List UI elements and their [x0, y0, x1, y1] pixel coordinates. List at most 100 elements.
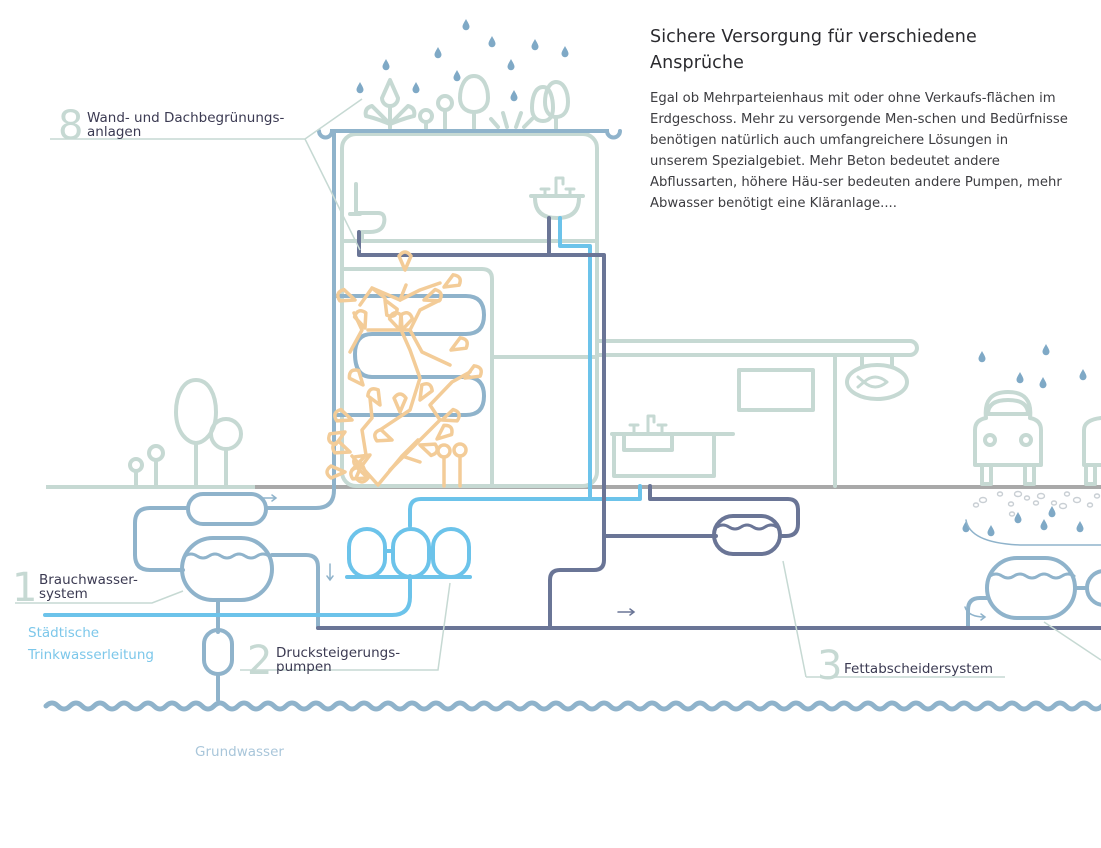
rain-drop-icon [510, 90, 518, 102]
callout-number-1: 1 [12, 565, 38, 611]
callout-number-2: 2 [247, 638, 273, 684]
leaf-icon [336, 287, 357, 303]
vine-stem [378, 330, 422, 432]
leaf-icon [463, 364, 483, 380]
rain-drop-icon [434, 47, 442, 59]
gravel-stone [1023, 495, 1031, 501]
callout-label-grease-separator: Fettabscheidersystem [844, 661, 994, 677]
leaf-icon [366, 387, 382, 407]
gravel-soil [972, 490, 1101, 517]
rain-drop-icon [1076, 521, 1084, 533]
rain-drop-icon [561, 46, 569, 58]
rain-drop-icon [1079, 369, 1087, 381]
rain-drop-icon [1016, 372, 1024, 384]
callout-number-8: 8 [58, 103, 84, 149]
rain-drop-icon [507, 59, 515, 71]
info-body: Egal ob Mehrparteienhaus mit oder ohne V… [650, 91, 1068, 211]
gravel-stone [1072, 496, 1082, 504]
callout-label-line2: system [39, 586, 88, 602]
flow-arrows [259, 494, 987, 621]
vine-stem [388, 370, 472, 472]
rain-drop-icon [1048, 506, 1056, 518]
leaf-icon [422, 287, 443, 303]
leaf-icon [347, 368, 365, 387]
fresh-water-pipes [43, 216, 642, 617]
flower-icon [436, 443, 452, 459]
rain-drop-icon [978, 351, 986, 363]
gravel-stone [1013, 490, 1023, 498]
vine-stem [398, 281, 442, 302]
leaf-icon [449, 336, 469, 352]
roof-gutter [317, 129, 622, 140]
rain-drop-icon [1014, 512, 1022, 524]
callout-label-line1: Brauchwasser- [39, 572, 138, 588]
leaf-icon [325, 464, 347, 480]
rain-drop-icon [462, 19, 470, 31]
leaf-icon [349, 465, 370, 481]
gravel-stone [1093, 493, 1101, 499]
leaf-icon [418, 382, 434, 402]
rain-drop-icon [453, 70, 461, 82]
groundwater-wave [43, 700, 1101, 712]
green-wall-plants [325, 250, 483, 488]
rain-drop-icon [987, 525, 995, 537]
gravel-stone [1008, 511, 1016, 517]
callout-label-line2: pumpen [276, 659, 332, 675]
building-outline [340, 132, 919, 488]
gravel-stone [1050, 500, 1058, 506]
rain-drop-icon [1040, 519, 1048, 531]
rain-drop-icon [1042, 344, 1050, 356]
leaf-icon [373, 427, 394, 443]
info-title-line1: Sichere Versorgung für verschiedene [650, 27, 977, 47]
leaf-icon [435, 423, 454, 441]
gravel-stone [1058, 502, 1068, 510]
tree-icons-left [128, 377, 243, 488]
rain-drop-icon [488, 36, 496, 48]
gravel-stone [1063, 491, 1071, 497]
roof-plants [363, 74, 570, 130]
leaf-icon [442, 273, 462, 289]
leaf-icon [392, 392, 408, 414]
grey-water-pipes [133, 129, 1101, 702]
callout-label-line1: Wand- und Dachbegrünungs- [87, 110, 285, 126]
callout-label-line2: anlagen [87, 124, 142, 140]
gravel-stone [978, 496, 988, 504]
city-water-label-line1: Städtische [28, 625, 100, 641]
waste-water-pipes [316, 216, 1101, 630]
flower-icon [452, 442, 468, 458]
leaf-icon [352, 309, 368, 330]
groundwater-label: Grundwasser [195, 744, 284, 760]
leaf-icon [383, 298, 399, 318]
leaf-icon [327, 430, 347, 446]
gravel-stone [972, 502, 980, 508]
gravel-stone [1036, 492, 1046, 500]
leaf-icon [418, 442, 439, 458]
rain-drop-icon [531, 39, 539, 51]
callout-label-line1: Drucksteigerungs- [276, 645, 401, 661]
info-title-line2: Ansprüche [650, 53, 744, 73]
gravel-stone [1032, 500, 1040, 506]
callout-number-3: 3 [817, 643, 843, 689]
leaf-icon [397, 250, 413, 272]
gravel-stone [1007, 501, 1015, 507]
callout-label-grey-water-system: Brauchwasser-system [39, 573, 138, 601]
leaf-icon [387, 311, 403, 332]
vine-stem [366, 298, 452, 367]
gravel-stone [1086, 502, 1094, 508]
leaf-icon [440, 407, 461, 423]
rain-drop-icon [382, 59, 390, 71]
rain-drop-icon [1039, 377, 1047, 389]
callout-label-green-roof: Wand- und Dachbegrünungs-anlagen [87, 111, 284, 139]
leaf-icon [333, 407, 354, 423]
rain-drop-icon [412, 82, 420, 94]
callout-label-pressure-pumps: Drucksteigerungs-pumpen [276, 646, 400, 674]
car-icons [973, 390, 1101, 486]
gravel-stone [996, 491, 1004, 497]
city-water-label-line2: Trinkwasserleitung [28, 647, 154, 663]
callout-leader-lines [15, 98, 1101, 678]
rain-drop-icon [356, 82, 364, 94]
